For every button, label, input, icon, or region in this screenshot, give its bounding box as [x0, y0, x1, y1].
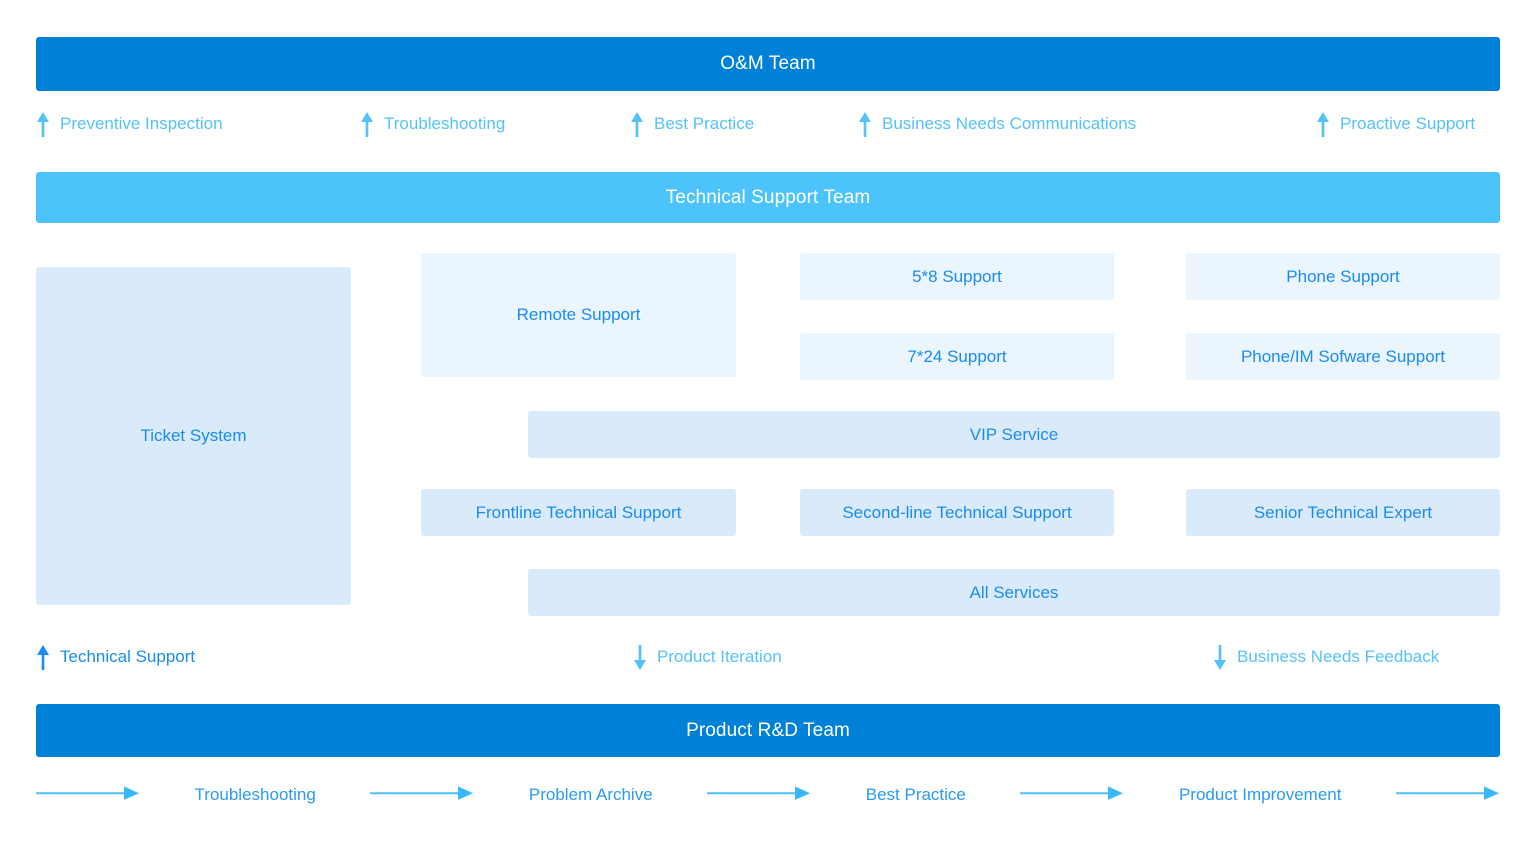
banner-product-rnd-team-label: Product R&D Team: [686, 719, 850, 741]
box-phone-support[interactable]: Phone Support: [1186, 253, 1500, 300]
box-label: Frontline Technical Support: [475, 502, 682, 522]
flow-label: Product Iteration: [657, 647, 782, 666]
flow-technical-support[interactable]: Technical Support: [36, 643, 195, 671]
chain-label-troubleshooting: Troubleshooting: [194, 785, 316, 804]
chain-label-best-practice: Best Practice: [865, 785, 966, 804]
box-all-services[interactable]: All Services: [528, 569, 1500, 616]
box-label: Second-line Technical Support: [842, 502, 1072, 522]
flow-proactive-support[interactable]: Proactive Support: [1316, 110, 1475, 138]
arrow-up-icon: [36, 643, 50, 671]
chain-label-product-improvement: Product Improvement: [1178, 785, 1342, 804]
arrow-up-icon: [1316, 110, 1330, 138]
arrow-right-icon: [707, 784, 811, 807]
flow-troubleshooting-up[interactable]: Troubleshooting: [360, 110, 505, 138]
box-label: Senior Technical Expert: [1253, 502, 1433, 522]
flow-label: Business Needs Feedback: [1237, 647, 1440, 666]
arrow-up-icon: [360, 110, 374, 138]
arrow-down-icon: [1213, 643, 1227, 671]
box-5x8-support[interactable]: 5*8 Support: [800, 253, 1114, 300]
flow-business-needs-communications[interactable]: Business Needs Communications: [858, 110, 1136, 138]
arrow-right-icon: [1396, 784, 1500, 807]
flow-label: Business Needs Communications: [882, 114, 1137, 133]
arrow-down-icon: [633, 643, 647, 671]
box-7x24-support[interactable]: 7*24 Support: [800, 333, 1114, 380]
arrow-right-icon: [36, 784, 140, 807]
arrow-up-icon: [36, 110, 50, 138]
box-phone-im-software-support[interactable]: Phone/IM Sofware Support: [1186, 333, 1500, 380]
flow-business-needs-feedback[interactable]: Business Needs Feedback: [1213, 643, 1439, 671]
box-label: Remote Support: [516, 305, 641, 324]
flow-label: Best Practice: [654, 114, 755, 133]
banner-technical-support-team-label: Technical Support Team: [665, 186, 871, 208]
chain-label-problem-archive: Problem Archive: [528, 785, 653, 804]
box-label: Phone Support: [1286, 266, 1400, 286]
arrow-up-icon: [630, 110, 644, 138]
banner-om-team[interactable]: O&M Team: [36, 37, 1500, 91]
flow-product-iteration[interactable]: Product Iteration: [633, 643, 782, 671]
box-label: 7*24 Support: [907, 346, 1007, 366]
box-frontline-technical-support[interactable]: Frontline Technical Support: [421, 489, 736, 536]
flow-best-practice-up[interactable]: Best Practice: [630, 110, 754, 138]
box-vip-service[interactable]: VIP Service: [528, 411, 1500, 458]
box-second-line-technical-support[interactable]: Second-line Technical Support: [800, 489, 1114, 536]
arrow-up-icon: [858, 110, 872, 138]
flow-label: Technical Support: [60, 647, 196, 666]
box-label: 5*8 Support: [912, 266, 1002, 286]
box-label: All Services: [969, 582, 1059, 602]
banner-technical-support-team[interactable]: Technical Support Team: [36, 172, 1500, 223]
flow-preventive-inspection[interactable]: Preventive Inspection: [36, 110, 223, 138]
box-senior-technical-expert[interactable]: Senior Technical Expert: [1186, 489, 1500, 536]
arrow-right-icon: [1020, 784, 1124, 807]
box-ticket-system[interactable]: Ticket System: [36, 267, 351, 605]
box-remote-support[interactable]: Remote Support: [421, 253, 736, 377]
box-label: VIP Service: [969, 424, 1059, 444]
bottom-process-chain: Troubleshooting Problem Archive Best Pra…: [36, 780, 1500, 810]
box-label: Phone/IM Sofware Support: [1240, 346, 1446, 366]
box-label: Ticket System: [140, 426, 247, 445]
banner-product-rnd-team[interactable]: Product R&D Team: [36, 704, 1500, 757]
flow-label: Preventive Inspection: [60, 114, 223, 133]
flow-label: Proactive Support: [1340, 114, 1476, 133]
arrow-right-icon: [370, 784, 474, 807]
banner-om-team-label: O&M Team: [720, 53, 816, 74]
flow-label: Troubleshooting: [384, 114, 506, 133]
